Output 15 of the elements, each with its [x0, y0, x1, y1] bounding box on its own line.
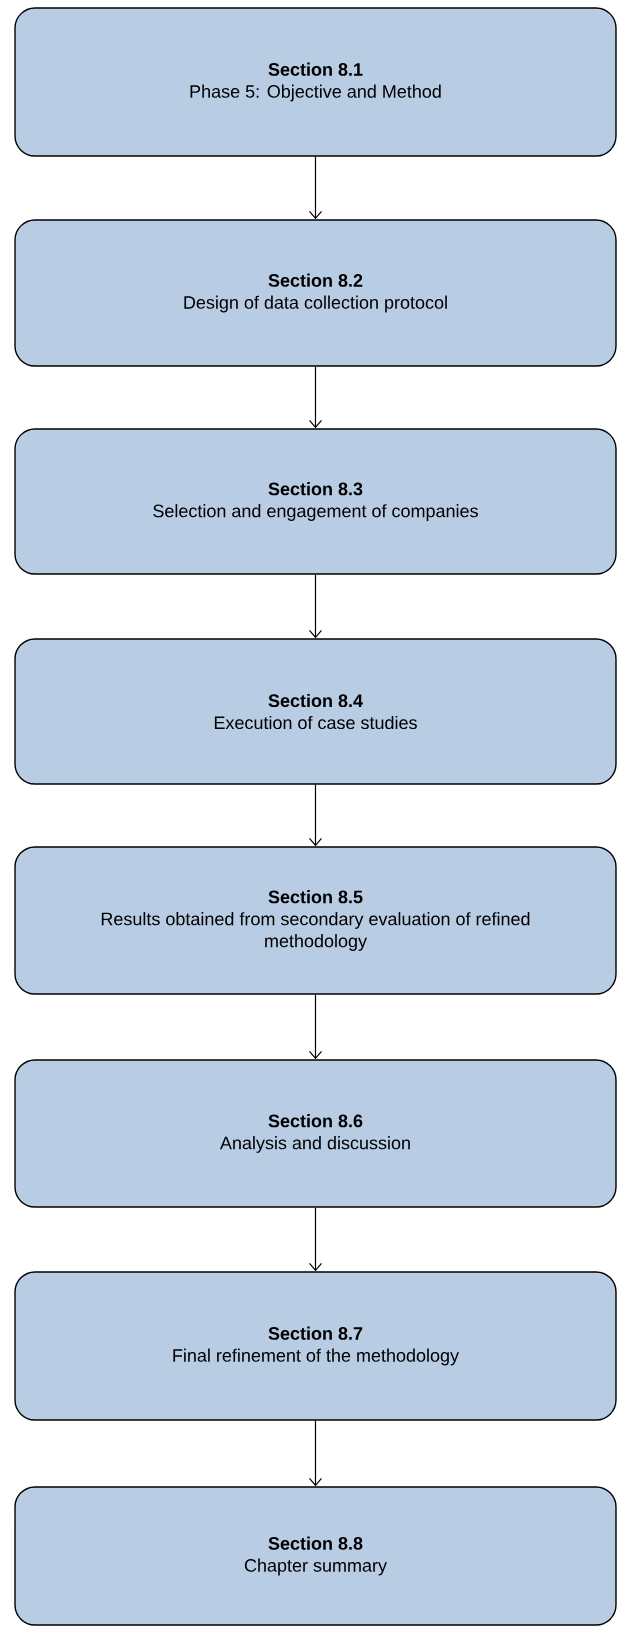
process-box: Section 8.4 Execution of case studies — [14, 638, 617, 785]
arrow — [308, 994, 323, 1060]
process-box: Section 8.6 Analysis and discussion — [14, 1059, 617, 1208]
process-box: Section 8.2 Design of data collection protocol — [14, 219, 617, 367]
process-box: Section 8.1 Phase 5: Objective and Method — [14, 7, 617, 157]
process-box: Section 8.5 Results obtained from secondary evaluation of refined methodology — [14, 846, 617, 995]
arrow — [308, 366, 323, 429]
arrow — [308, 574, 323, 639]
process-box: Section 8.7 Final refinement of the methodology — [14, 1271, 617, 1421]
arrow — [308, 784, 323, 847]
process-box: Section 8.8 Chapter summary — [14, 1486, 617, 1626]
arrow — [308, 156, 323, 220]
arrow — [308, 1207, 323, 1272]
process-box: Section 8.3 Selection and engagement of companies — [14, 428, 617, 575]
arrow — [308, 1420, 323, 1487]
